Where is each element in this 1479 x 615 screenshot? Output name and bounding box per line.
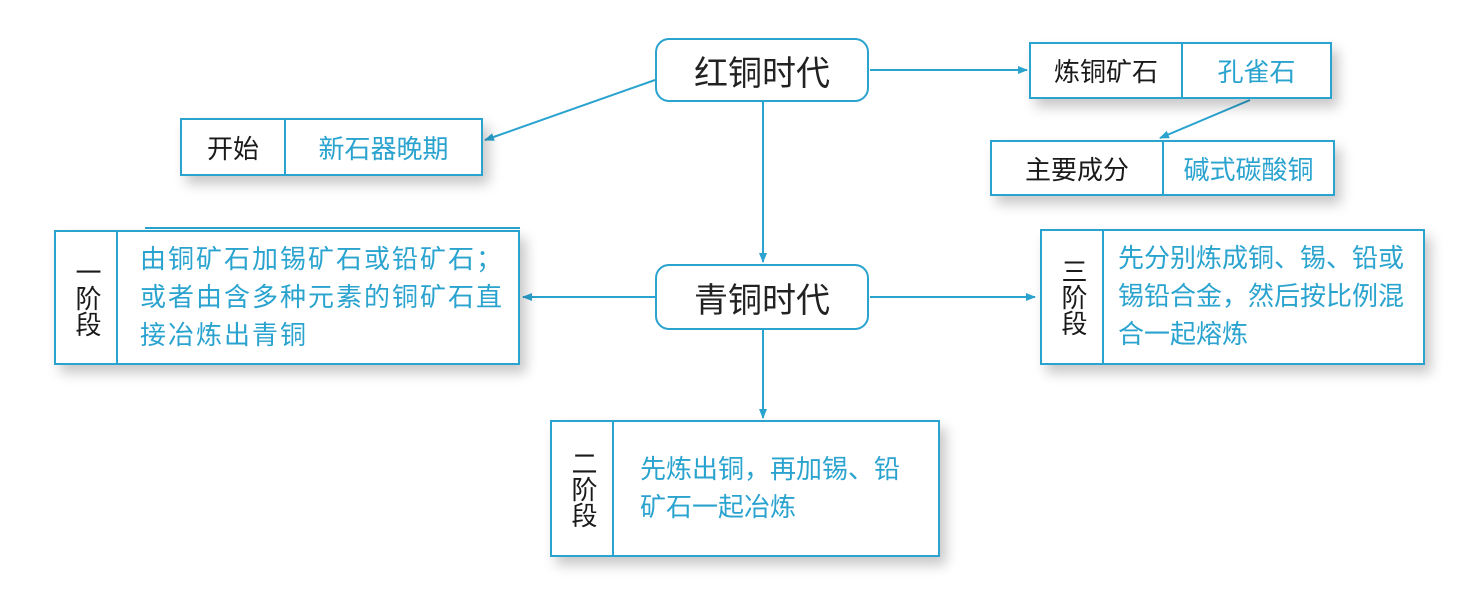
- start-box: 开始 新石器晚期: [180, 118, 483, 176]
- arrow-top-to-start: [484, 79, 656, 141]
- ore-box: 炼铜矿石 孔雀石: [1029, 42, 1332, 99]
- stage-one-box: 一阶段 由铜矿石加锡矿石或铅矿石；或者由含多种元素的铜矿石直接冶炼出青铜: [54, 230, 520, 365]
- stage-three-tag: 三阶段: [1042, 231, 1104, 363]
- stage-three-text: 先分别炼成铜、锡、铅或锡铅合金，然后按比例混合一起熔炼: [1118, 244, 1405, 350]
- start-value: 新石器晚期: [318, 134, 449, 165]
- start-label: 开始: [182, 120, 286, 174]
- stage-one-text: 由铜矿石加锡矿石或铅矿石；或者由含多种元素的铜矿石直接冶炼出青铜: [140, 244, 505, 351]
- arrow-ore-to-component: [1159, 99, 1251, 139]
- component-box: 主要成分 碱式碳酸铜: [990, 140, 1335, 196]
- bronze-age-node: 青铜时代: [655, 264, 869, 330]
- stage-two-box: 二阶段 先炼出铜，再加锡、铅矿石一起冶炼: [550, 420, 940, 557]
- stage-three-box: 三阶段 先分别炼成铜、锡、铅或锡铅合金，然后按比例混合一起熔炼: [1040, 229, 1425, 365]
- stage-two-text: 先炼出铜，再加锡、铅矿石一起冶炼: [640, 454, 901, 523]
- ore-label: 炼铜矿石: [1031, 44, 1183, 97]
- component-value: 碱式碳酸铜: [1183, 155, 1314, 186]
- ore-value: 孔雀石: [1217, 58, 1296, 88]
- stage-one-tag: 一阶段: [56, 232, 118, 363]
- component-label: 主要成分: [992, 142, 1164, 194]
- stage-two-tag: 二阶段: [552, 422, 614, 555]
- copper-age-node: 红铜时代: [655, 38, 869, 102]
